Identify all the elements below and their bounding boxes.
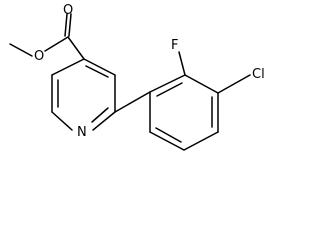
atom-n-ring: N [77,125,87,140]
pyridine-bond-6 [51,58,85,76]
biaryl-bond [114,91,151,113]
phenyl-inner-double-1 [156,82,183,97]
bond-carbonyl-double-2 [64,13,68,37]
phenyl-bond-5 [149,131,185,151]
chemical-structure-diagram: O O N F Cl [9,3,265,151]
atom-o-ester: O [34,49,44,64]
phenyl-ring [149,74,219,151]
atom-o-carbonyl: O [63,3,73,18]
bond-ring-carbonyl [67,36,85,60]
pyridine-ring: N [51,58,116,140]
phenyl-bond-4 [183,131,219,151]
bond-c-cl [217,74,251,94]
phenyl-inner-double-3 [155,127,182,143]
atom-cl: Cl [252,67,265,82]
bond-c-f [178,51,186,76]
bond-carbonyl-ester-o [44,36,69,52]
pyridine-inner-double-1 [85,65,109,78]
phenyl-bond-2 [184,74,219,94]
phenyl-bond-1 [149,74,186,93]
bond-carbonyl-double-1 [68,13,72,37]
atom-f: F [171,38,178,53]
bond-ester-o-methyl [9,43,33,57]
pyridine-bond-3 [92,111,116,131]
pyridine-inner-double-2 [91,107,109,123]
ester-group: O O [9,3,85,64]
pyridine-bond-4 [51,111,73,131]
pyridine-bond-1 [83,58,116,76]
